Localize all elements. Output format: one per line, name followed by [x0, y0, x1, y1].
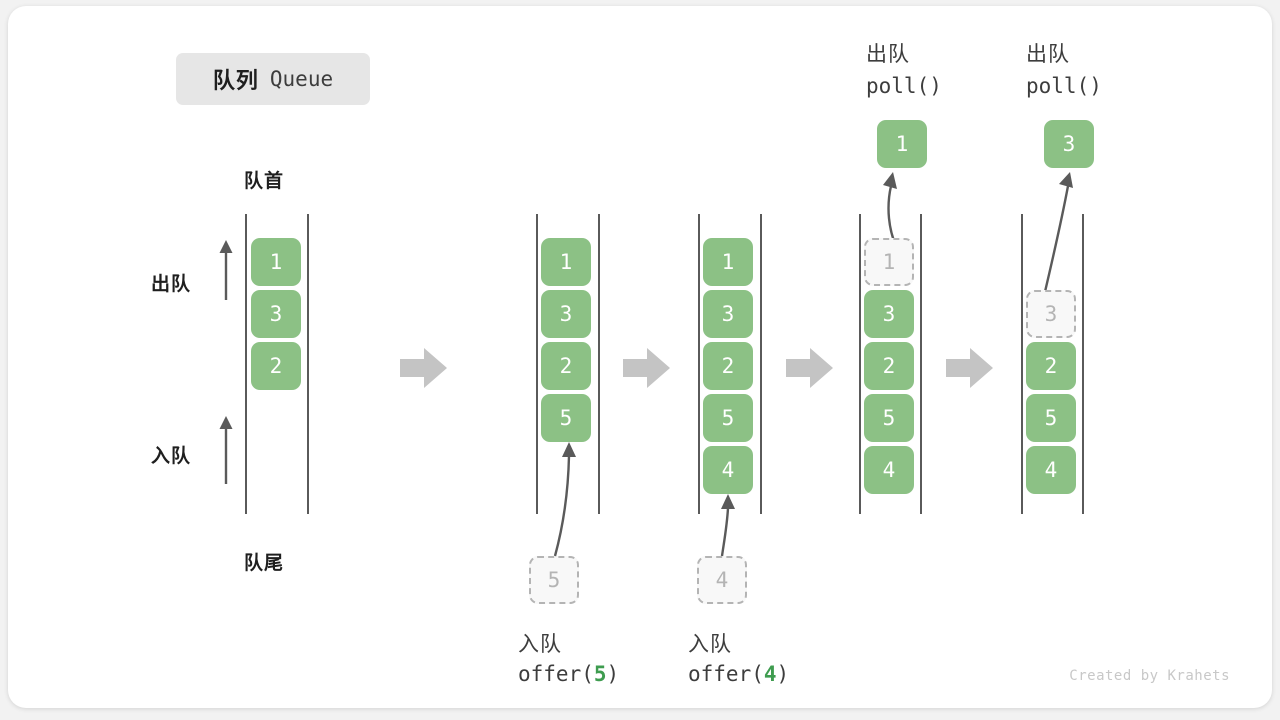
queue-item: 2: [1026, 342, 1076, 390]
queue-item: 3: [864, 290, 914, 338]
operation-label-cn: 出队: [1026, 43, 1070, 66]
title-badge: 队列 Queue: [176, 53, 370, 105]
queue-item: 2: [251, 342, 301, 390]
queue-rail-right-step5: [1082, 214, 1084, 514]
queue-item: 3: [251, 290, 301, 338]
operation-label-cn: 入队: [518, 633, 562, 656]
enqueue-motion-arrow-icon: [553, 442, 576, 557]
queue-rail-left-step3: [698, 214, 700, 514]
queue-item: 3: [541, 290, 591, 338]
queue-rail-right-step2: [598, 214, 600, 514]
queue-item: 2: [541, 342, 591, 390]
queue-rail-left-step1: [245, 214, 247, 514]
queue-rear-label: 队尾: [244, 553, 285, 574]
enqueue-motion-arrow-icon: [720, 494, 735, 557]
queue-rail-right-step3: [760, 214, 762, 514]
queue-rail-left-step4: [859, 214, 861, 514]
queue-rail-right-step4: [920, 214, 922, 514]
queue-item-new: 4: [703, 446, 753, 494]
queue-item: 1: [541, 238, 591, 286]
operation-label-code: poll(): [1026, 74, 1102, 98]
queue-rail-left-step2: [536, 214, 538, 514]
operation-label-code: poll(): [866, 74, 942, 98]
queue-item-new: 5: [541, 394, 591, 442]
step-arrow-icon: [946, 348, 993, 388]
dequeue-direction-arrow-icon: [219, 240, 233, 300]
queue-item: 2: [864, 342, 914, 390]
queue-rail-right-step1: [307, 214, 309, 514]
operation-label-code: offer(4): [688, 662, 790, 686]
dequeue-motion-arrow-icon: [1042, 172, 1073, 297]
watermark-credit: Created by Krahets: [1069, 668, 1230, 684]
queue-item: 1: [703, 238, 753, 286]
operation-label-code: offer(5): [518, 662, 620, 686]
operation-label-cn: 出队: [866, 43, 910, 66]
popped-element: 3: [1044, 120, 1094, 168]
diagram-card: 队列 Queue 队首 队尾 出队 入队 1 3 2 1 3: [8, 6, 1272, 708]
step-arrow-icon: [400, 348, 447, 388]
queue-item: 3: [703, 290, 753, 338]
title-en: Queue: [269, 67, 334, 91]
step-arrow-icon: [623, 348, 670, 388]
removed-element-ghost: 1: [864, 238, 914, 286]
title-cn: 队列: [212, 68, 259, 93]
incoming-element-ghost: 4: [697, 556, 747, 604]
queue-item: 5: [864, 394, 914, 442]
queue-item: 5: [703, 394, 753, 442]
step-arrow-icon: [786, 348, 833, 388]
dequeue-direction-label: 出队: [151, 274, 192, 295]
queue-item: 4: [864, 446, 914, 494]
enqueue-direction-arrow-icon: [219, 416, 233, 484]
queue-item: 1: [251, 238, 301, 286]
enqueue-direction-label: 入队: [151, 446, 192, 467]
incoming-element-ghost: 5: [529, 556, 579, 604]
operation-label-cn: 入队: [688, 633, 732, 656]
queue-item: 2: [703, 342, 753, 390]
popped-element: 1: [877, 120, 927, 168]
queue-front-label: 队首: [244, 171, 285, 192]
queue-item: 5: [1026, 394, 1076, 442]
queue-item: 4: [1026, 446, 1076, 494]
queue-rail-left-step5: [1021, 214, 1023, 514]
removed-element-ghost: 3: [1026, 290, 1076, 338]
